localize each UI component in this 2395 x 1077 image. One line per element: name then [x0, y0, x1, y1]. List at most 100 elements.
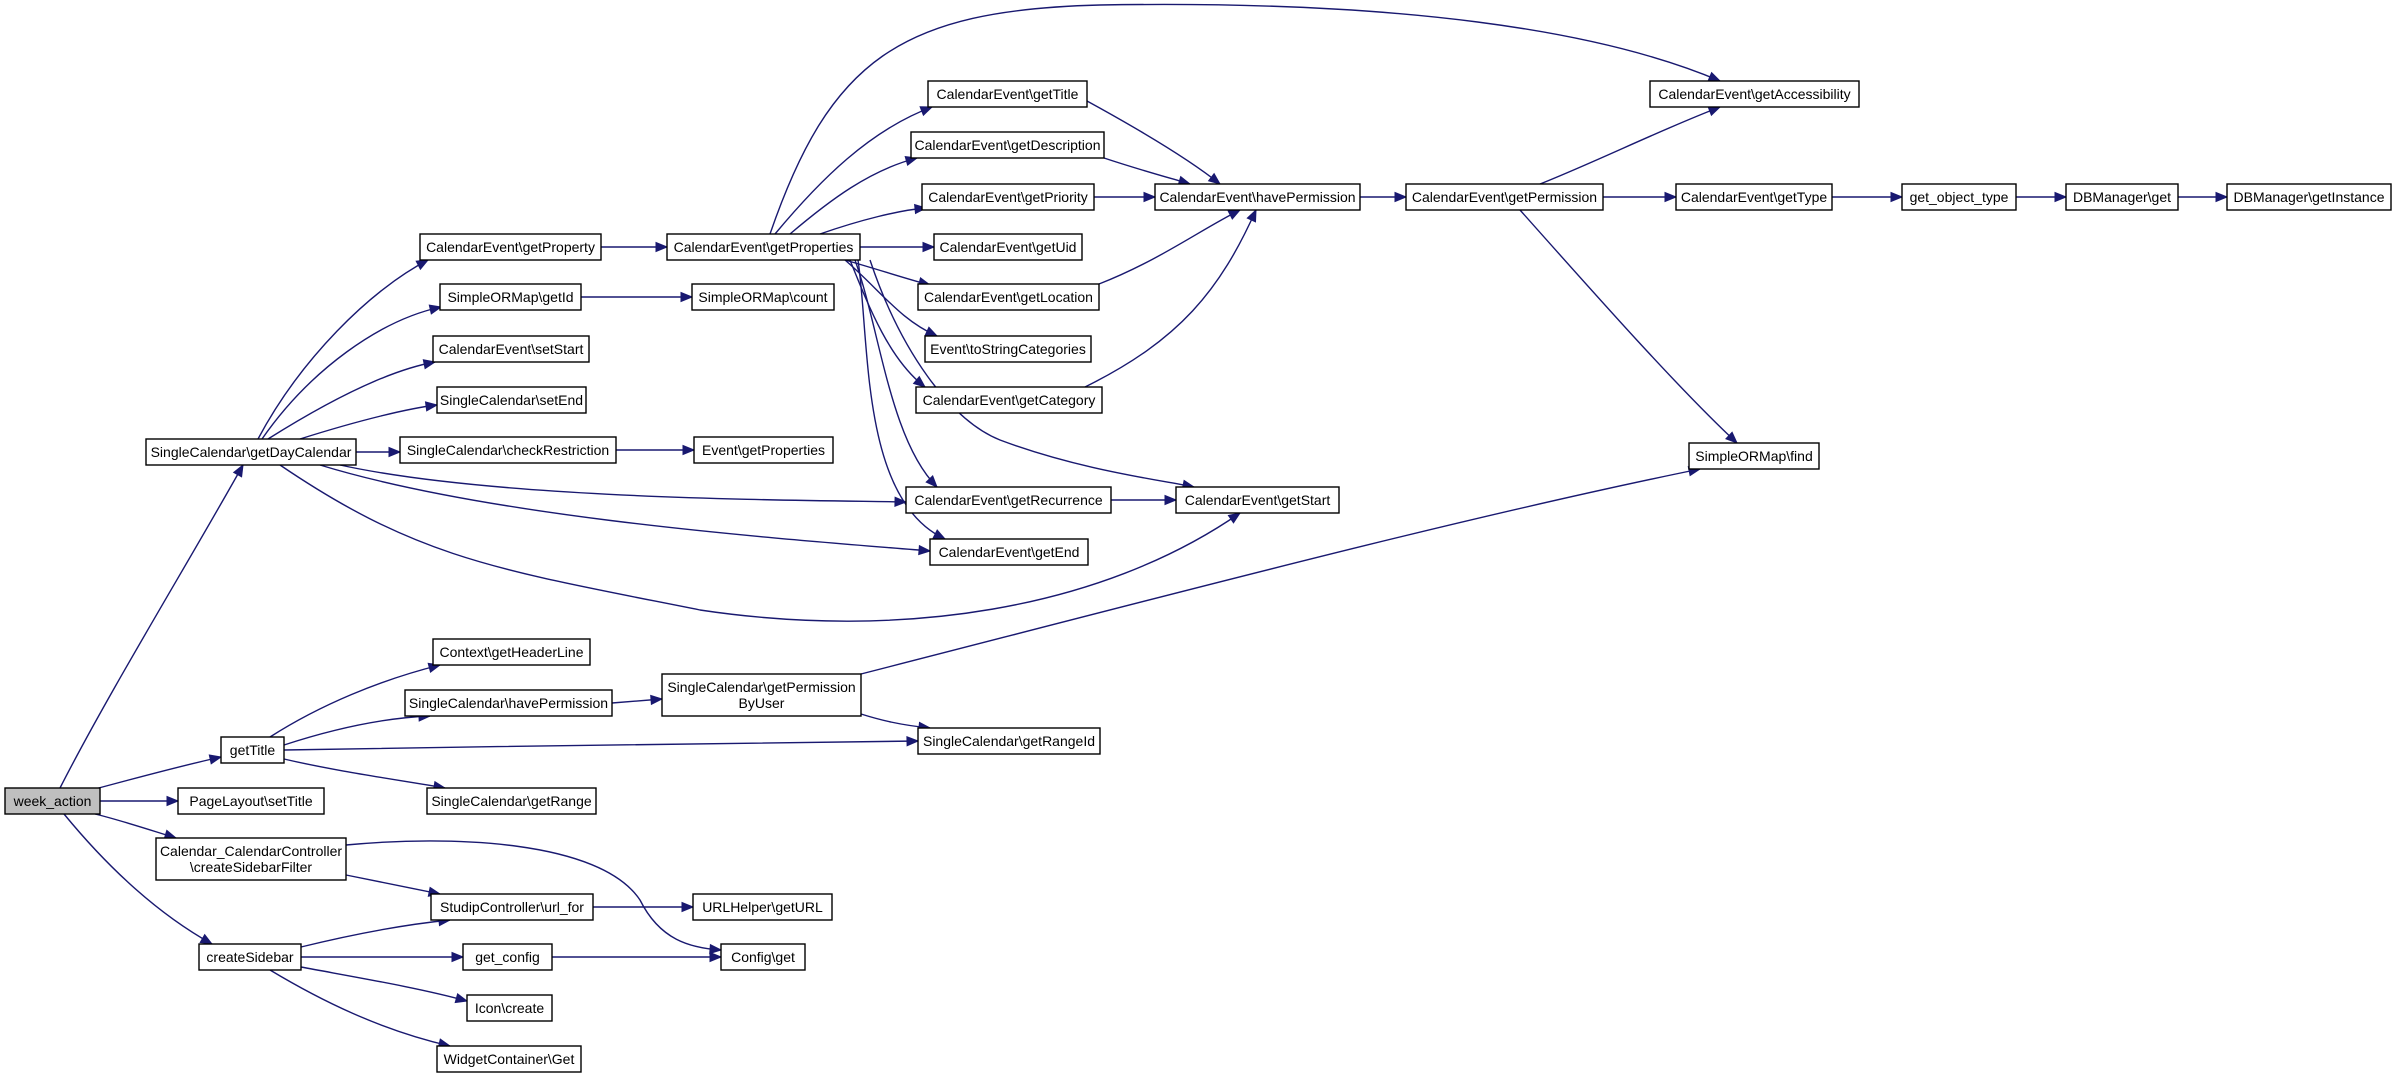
edge-arrowhead — [709, 943, 723, 955]
node-box[interactable] — [915, 386, 1103, 414]
node-ceGetAccessibility[interactable]: CalendarEvent\getAccessibility — [1649, 80, 1860, 108]
node-ormFind[interactable]: SimpleORMap\find — [1688, 442, 1820, 470]
node-label: Context\getHeaderLine — [440, 644, 584, 660]
node-box[interactable] — [910, 131, 1105, 159]
node-scHavePermission[interactable]: SingleCalendar\havePermission — [404, 689, 613, 717]
edge-arrowhead — [1725, 431, 1738, 444]
node-widgetContainerGet[interactable]: WidgetContainer\Get — [436, 1045, 582, 1073]
node-box[interactable] — [462, 943, 553, 971]
node-urlFor[interactable]: StudipController\url_for — [430, 893, 594, 921]
node-box[interactable] — [432, 335, 590, 363]
node-dbGet[interactable]: DBManager\get — [2065, 183, 2179, 211]
node-ceGetPermission[interactable]: CalendarEvent\getPermission — [1405, 183, 1604, 211]
node-box[interactable] — [439, 283, 582, 311]
node-box[interactable] — [1175, 486, 1340, 514]
node-box[interactable] — [2226, 183, 2392, 211]
node-box[interactable] — [404, 689, 613, 717]
node-ceGetRecurrence[interactable]: CalendarEvent\getRecurrence — [905, 486, 1112, 514]
node-box[interactable] — [1901, 183, 2017, 211]
node-label: Event\getProperties — [702, 442, 825, 458]
node-createSidebarFilter[interactable]: Calendar_CalendarController\createSideba… — [155, 837, 347, 881]
node-getObjectType[interactable]: get_object_type — [1901, 183, 2017, 211]
node-ormCount[interactable]: SimpleORMap\count — [691, 283, 835, 311]
edge-line — [94, 756, 222, 790]
node-box[interactable] — [692, 893, 833, 921]
node-setTitle[interactable]: PageLayout\setTitle — [177, 787, 325, 815]
node-ceGetPriority[interactable]: CalendarEvent\getPriority — [921, 183, 1095, 211]
node-box[interactable] — [1675, 183, 1833, 211]
node-box[interactable] — [1405, 183, 1604, 211]
node-ceGetProperty[interactable]: CalendarEvent\getProperty — [419, 233, 602, 261]
node-box[interactable] — [155, 837, 347, 881]
node-box[interactable] — [1154, 183, 1361, 211]
node-box[interactable] — [430, 893, 594, 921]
node-ctxGetHeaderLine[interactable]: Context\getHeaderLine — [432, 638, 591, 666]
node-ceGetEnd[interactable]: CalendarEvent\getEnd — [929, 538, 1089, 566]
node-box[interactable] — [917, 727, 1101, 755]
node-ceGetCategory[interactable]: CalendarEvent\getCategory — [915, 386, 1103, 414]
node-scGetRange[interactable]: SingleCalendar\getRange — [426, 787, 597, 815]
edge-arrowhead — [922, 241, 936, 253]
node-box[interactable] — [1649, 80, 1860, 108]
node-ceGetUid[interactable]: CalendarEvent\getUid — [933, 233, 1083, 261]
edge-line — [1098, 209, 1241, 285]
node-box[interactable] — [693, 436, 834, 464]
node-box[interactable] — [432, 638, 591, 666]
node-box[interactable] — [933, 233, 1083, 261]
node-evToStringCategories[interactable]: Event\toStringCategories — [924, 335, 1092, 363]
edge-ceGetLocation-to-ceHavePermission — [1098, 209, 1242, 285]
node-box[interactable] — [399, 436, 617, 464]
node-getConfig[interactable]: get_config — [462, 943, 553, 971]
node-getDayCalendar[interactable]: SingleCalendar\getDayCalendar — [145, 438, 357, 466]
node-box[interactable] — [666, 233, 861, 261]
node-scSetEnd[interactable]: SingleCalendar\setEnd — [436, 386, 587, 414]
node-ceGetDescription[interactable]: CalendarEvent\getDescription — [910, 131, 1105, 159]
node-dbGetInstance[interactable]: DBManager\getInstance — [2226, 183, 2392, 211]
node-scCheckRestriction[interactable]: SingleCalendar\checkRestriction — [399, 436, 617, 464]
node-createSidebar[interactable]: createSidebar — [198, 943, 302, 971]
node-box[interactable] — [921, 183, 1095, 211]
node-box[interactable] — [220, 736, 285, 764]
node-box[interactable] — [2065, 183, 2179, 211]
node-ceGetProperties[interactable]: CalendarEvent\getProperties — [666, 233, 861, 261]
node-box[interactable] — [927, 80, 1088, 108]
edge-line — [269, 969, 451, 1047]
node-configGet[interactable]: Config\get — [720, 943, 806, 971]
node-box[interactable] — [905, 486, 1112, 514]
node-ceGetTitle[interactable]: CalendarEvent\getTitle — [927, 80, 1088, 108]
node-box[interactable] — [436, 386, 587, 414]
node-box[interactable] — [426, 787, 597, 815]
node-box[interactable] — [4, 787, 101, 815]
edge-arrowhead — [894, 496, 908, 508]
edge-dbGet-to-dbGetInstance — [2178, 191, 2229, 203]
node-box[interactable] — [1688, 442, 1820, 470]
node-box[interactable] — [924, 335, 1092, 363]
node-box[interactable] — [436, 1045, 582, 1073]
node-box[interactable] — [661, 673, 862, 717]
node-scGetRangeId[interactable]: SingleCalendar\getRangeId — [917, 727, 1101, 755]
node-iconCreate[interactable]: Icon\create — [466, 994, 553, 1022]
node-box[interactable] — [720, 943, 806, 971]
edge-ceGetProperties-to-ceGetRecurrence — [854, 259, 938, 488]
node-ceGetLocation[interactable]: CalendarEvent\getLocation — [917, 283, 1100, 311]
node-box[interactable] — [177, 787, 325, 815]
node-ceSetStart[interactable]: CalendarEvent\setStart — [432, 335, 590, 363]
node-ceGetStart[interactable]: CalendarEvent\getStart — [1175, 486, 1340, 514]
node-box[interactable] — [929, 538, 1089, 566]
node-box[interactable] — [917, 283, 1100, 311]
edge-line — [59, 464, 244, 789]
node-box[interactable] — [466, 994, 553, 1022]
node-ceHavePermission[interactable]: CalendarEvent\havePermission — [1154, 183, 1361, 211]
node-box[interactable] — [419, 233, 602, 261]
node-ormGetId[interactable]: SimpleORMap\getId — [439, 283, 582, 311]
node-box[interactable] — [198, 943, 302, 971]
node-ceGetType[interactable]: CalendarEvent\getType — [1675, 183, 1833, 211]
node-box[interactable] — [145, 438, 357, 466]
node-label: CalendarEvent\getProperty — [426, 239, 595, 255]
node-week_action[interactable]: week_action — [4, 787, 101, 815]
node-box[interactable] — [691, 283, 835, 311]
node-getTitle[interactable]: getTitle — [220, 736, 285, 764]
node-evGetProperties[interactable]: Event\getProperties — [693, 436, 834, 464]
node-urlHelperGetURL[interactable]: URLHelper\getURL — [692, 893, 833, 921]
